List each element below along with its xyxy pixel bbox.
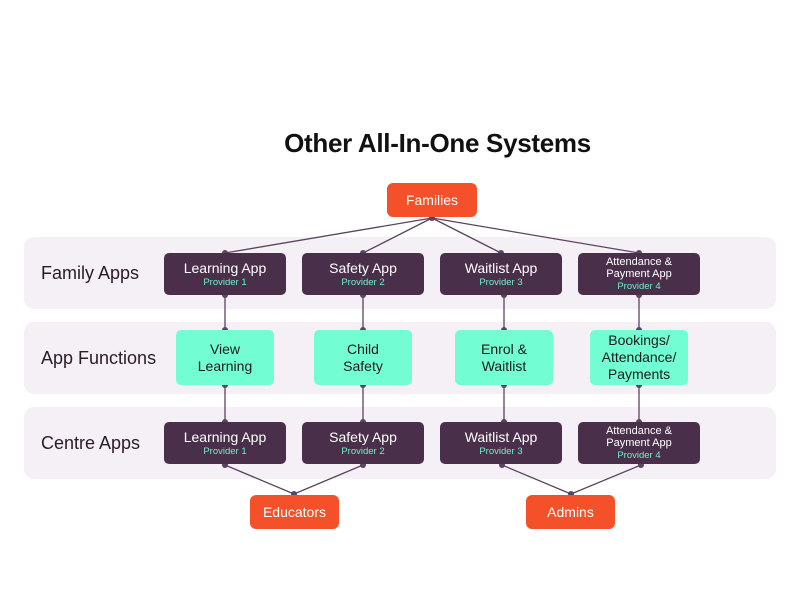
app-provider: Provider 1 <box>203 445 247 457</box>
app-provider: Provider 3 <box>479 445 523 457</box>
family-app-attendance-payment[interactable]: Attendance & Payment App Provider 4 <box>578 253 700 295</box>
app-name: Safety App <box>329 428 397 445</box>
connector-attendance-admins <box>570 464 642 495</box>
centre-app-attendance-payment[interactable]: Attendance & Payment App Provider 4 <box>578 422 700 464</box>
app-provider: Provider 2 <box>341 276 385 288</box>
app-name: Safety App <box>329 259 397 276</box>
centre-app-safety[interactable]: Safety App Provider 2 <box>302 422 424 464</box>
family-app-waitlist[interactable]: Waitlist App Provider 3 <box>440 253 562 295</box>
app-name: Learning App <box>183 259 267 276</box>
family-app-safety[interactable]: Safety App Provider 2 <box>302 253 424 295</box>
app-provider: Provider 4 <box>617 449 661 461</box>
app-name: Attendance & Payment App <box>605 255 673 280</box>
connector-families-waitlist <box>431 217 502 254</box>
app-name: Attendance & Payment App <box>605 424 673 449</box>
actor-label: Educators <box>262 504 327 520</box>
function-label: Child Safety <box>343 340 383 374</box>
function-label: View Learning <box>197 340 253 374</box>
family-app-learning[interactable]: Learning App Provider 1 <box>164 253 286 295</box>
actor-label: Families <box>405 192 459 208</box>
connector-families-learning <box>224 217 433 254</box>
function-label: Bookings/ Attendance/ Payments <box>601 332 677 382</box>
centre-app-learning[interactable]: Learning App Provider 1 <box>164 422 286 464</box>
actor-label: Admins <box>547 504 594 520</box>
connector-families-safety <box>362 217 433 254</box>
connector-learning-educators <box>224 464 295 495</box>
centre-app-waitlist[interactable]: Waitlist App Provider 3 <box>440 422 562 464</box>
function-label: Enrol & Waitlist <box>481 340 527 374</box>
function-view-learning[interactable]: View Learning <box>176 330 274 385</box>
actor-families[interactable]: Families <box>387 183 477 217</box>
function-bookings-attendance-payments[interactable]: Bookings/ Attendance/ Payments <box>590 330 688 385</box>
actor-admins[interactable]: Admins <box>526 495 615 529</box>
connector-waitlist-admins <box>501 464 572 495</box>
app-name: Waitlist App <box>464 428 538 445</box>
app-provider: Provider 1 <box>203 276 247 288</box>
app-name: Learning App <box>183 428 267 445</box>
app-name: Waitlist App <box>464 259 538 276</box>
app-provider: Provider 4 <box>617 280 661 292</box>
row-label-family-apps: Family Apps <box>41 263 140 283</box>
app-provider: Provider 2 <box>341 445 385 457</box>
connector-families-attendance <box>431 217 640 254</box>
diagram-title: Other All-In-One Systems <box>284 128 591 158</box>
row-label-centre-apps: Centre Apps <box>41 433 141 453</box>
actor-educators[interactable]: Educators <box>250 495 339 529</box>
function-child-safety[interactable]: Child Safety <box>314 330 412 385</box>
app-provider: Provider 3 <box>479 276 523 288</box>
row-label-app-functions: App Functions <box>41 348 157 368</box>
function-enrol-waitlist[interactable]: Enrol & Waitlist <box>455 330 553 385</box>
connector-safety-educators <box>293 464 364 495</box>
